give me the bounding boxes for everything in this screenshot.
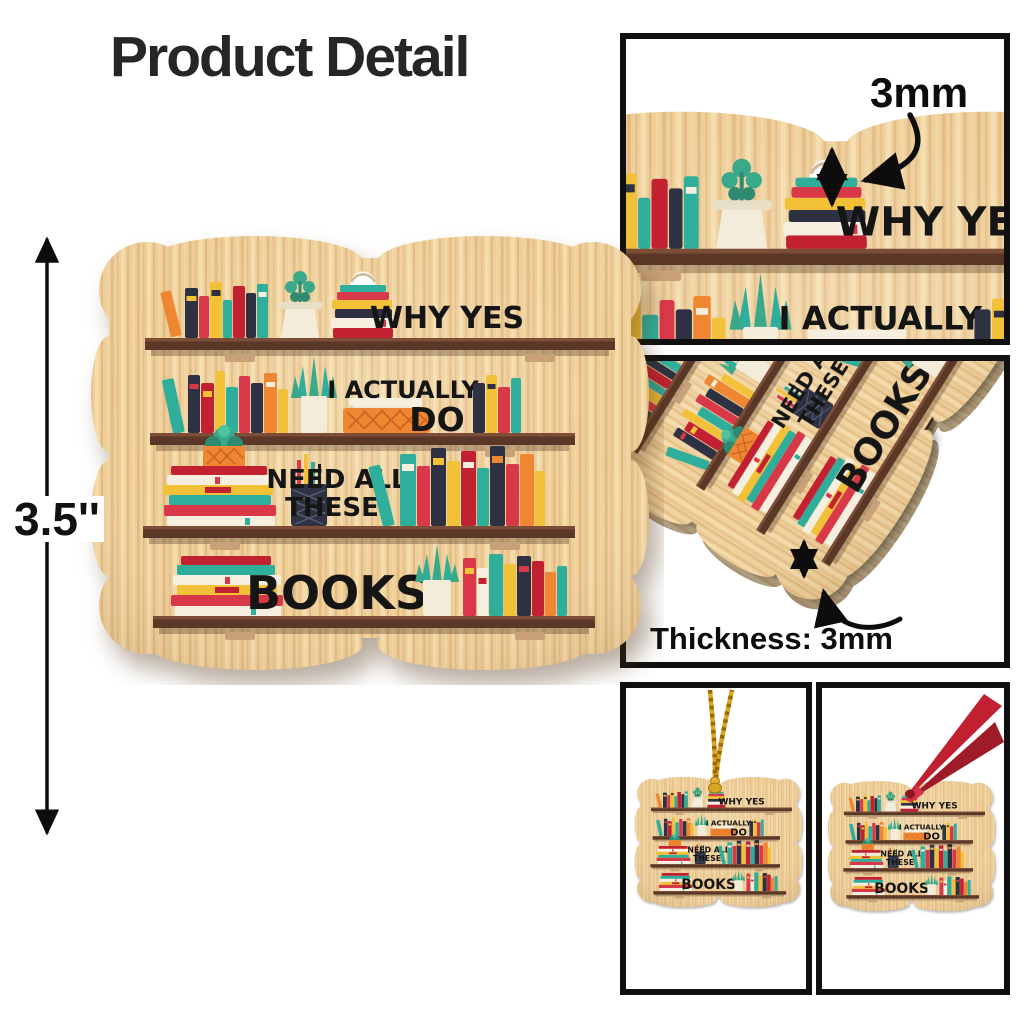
main-ornament-view [52, 210, 664, 685]
hanging-ribbon-panel [816, 682, 1010, 995]
curved-pointer-arrow [814, 588, 903, 630]
curved-pointer-arrow [860, 112, 921, 190]
cord-variant-view [626, 689, 806, 989]
red-ribbon [905, 694, 1004, 803]
height-label: 3.5'' [10, 496, 104, 542]
thickness-label: Thickness: 3mm [650, 621, 893, 656]
thickness-view: Thickness: 3mm [626, 361, 1004, 656]
hole-annotations: 3mm [816, 69, 968, 208]
hole-size-label: 3mm [870, 69, 968, 116]
ribbon-variant-view [822, 694, 1004, 989]
hole-detail-panel: 3mm [620, 33, 1010, 345]
gold-cord [707, 689, 735, 794]
page-title: Product Detail [110, 25, 470, 89]
hanging-cord-panel [620, 682, 812, 995]
thickness-detail-panel: Thickness: 3mm [620, 355, 1010, 668]
